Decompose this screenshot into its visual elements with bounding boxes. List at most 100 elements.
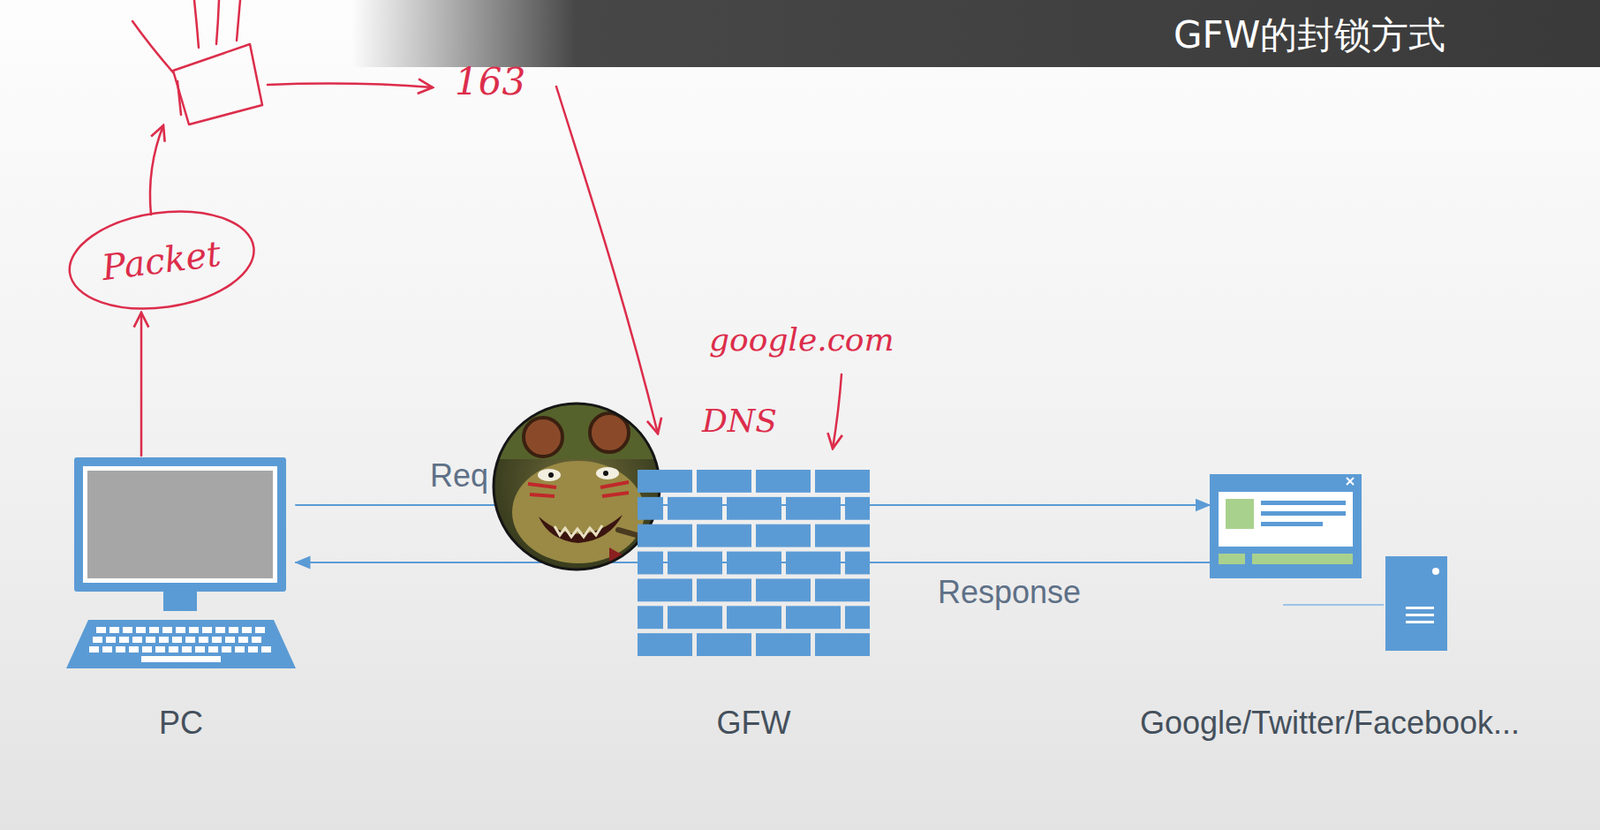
browser-bar xyxy=(1252,553,1353,565)
keyboard-key xyxy=(155,646,166,653)
keyboard-key xyxy=(141,656,221,663)
keyboard-key xyxy=(168,646,179,653)
avatar-mouth xyxy=(538,514,623,544)
browser-image xyxy=(1225,498,1254,529)
hand-finger xyxy=(132,21,174,73)
keyboard-key xyxy=(228,626,239,634)
keyboard-key xyxy=(172,636,182,643)
packet-ellipse: Packet xyxy=(66,209,257,311)
keyboard-key xyxy=(215,626,226,634)
annotation-text: google.com xyxy=(709,321,895,358)
wall-brick xyxy=(726,497,782,521)
wall-brick xyxy=(667,605,723,629)
server-slot xyxy=(1405,606,1434,610)
keyboard-key xyxy=(145,636,156,643)
keyboard-key xyxy=(198,636,209,643)
keyboard-key xyxy=(92,636,103,643)
wall-brick xyxy=(815,524,870,548)
keyboard-key xyxy=(115,646,126,653)
wall-brick xyxy=(696,469,752,493)
wall-brick xyxy=(785,551,841,575)
avatar-scarf xyxy=(609,547,672,583)
node-label: Google/Twitter/Facebook... xyxy=(1139,704,1520,742)
wall-brick xyxy=(755,469,811,493)
hand-arrow xyxy=(140,312,144,456)
keyboard-key xyxy=(225,636,235,643)
firewall-wall-art xyxy=(637,469,870,657)
keyboard-key xyxy=(109,626,120,634)
wall-brick xyxy=(755,578,811,602)
keyboard-key xyxy=(188,626,199,634)
edge-label: Req xyxy=(430,457,489,495)
firewall-wall: GFW xyxy=(637,469,870,657)
server-led xyxy=(1432,567,1440,575)
keyboard-key xyxy=(162,626,173,634)
keyboard-key xyxy=(119,636,129,643)
keyboard-key xyxy=(105,636,116,643)
avatar-skin xyxy=(512,460,645,564)
avatar-goggle xyxy=(523,417,563,457)
browser-button xyxy=(1218,553,1246,565)
keyboard-key xyxy=(202,626,212,634)
avatar-paint xyxy=(528,482,629,497)
monitor-frame xyxy=(74,457,287,592)
wall-brick xyxy=(637,497,664,521)
title-bar xyxy=(0,0,1600,68)
monitor-stand xyxy=(163,591,197,612)
keyboard-key xyxy=(255,626,265,634)
keyboard-key xyxy=(102,646,113,653)
wall-brick xyxy=(845,497,870,521)
wall-brick xyxy=(637,633,693,657)
annotation-text: 163 xyxy=(454,60,526,104)
node-label: GFW xyxy=(716,704,792,742)
close-icon xyxy=(1346,477,1354,485)
keyboard-key xyxy=(208,646,219,653)
wall-brick xyxy=(815,633,870,657)
router-sketch xyxy=(173,44,263,125)
monitor-bezel xyxy=(83,466,278,583)
wall-brick xyxy=(667,497,723,521)
keyboard-key xyxy=(135,626,146,634)
keyboard-key xyxy=(175,626,186,634)
avatar-eye xyxy=(596,467,619,480)
pc-icon: PC xyxy=(66,457,296,670)
node-label: PC xyxy=(158,704,204,742)
keyboard-key xyxy=(234,646,245,653)
node-text: Packet xyxy=(99,232,224,287)
hand-arrow xyxy=(832,374,842,449)
edge-label: Response xyxy=(937,573,1081,612)
keyboard-key xyxy=(221,646,232,653)
avatar-pupil xyxy=(548,472,554,478)
hand-finger xyxy=(216,0,219,45)
wall-brick xyxy=(785,605,841,629)
wall-brick xyxy=(726,605,782,629)
keyboard-key xyxy=(251,636,262,643)
wall-brick xyxy=(755,524,811,548)
wall-brick xyxy=(637,524,693,548)
keyboard-key xyxy=(241,626,252,634)
wall-brick xyxy=(815,578,870,602)
hand-arrow xyxy=(556,86,658,434)
browser-panel xyxy=(1218,491,1353,547)
browser-text-line xyxy=(1260,511,1346,516)
avatar-rim xyxy=(493,403,660,570)
keyboard-key xyxy=(142,646,152,653)
keyboard-key xyxy=(211,636,222,643)
wall-brick xyxy=(726,551,782,575)
avatar-teeth xyxy=(554,525,603,537)
wall-brick xyxy=(637,551,664,575)
wall-brick xyxy=(667,551,723,575)
wall-brick xyxy=(845,551,870,575)
packet-outline xyxy=(63,200,261,320)
keyboard-key xyxy=(158,636,169,643)
keyboard-key xyxy=(96,626,106,634)
wall-brick xyxy=(845,605,870,629)
keyboard-key xyxy=(248,646,258,653)
avatar-pupil xyxy=(603,470,609,476)
keyboard-key xyxy=(122,626,133,634)
keyboard-key xyxy=(261,646,272,653)
wall-brick xyxy=(755,633,811,657)
hand-finger xyxy=(194,0,199,48)
wall-brick xyxy=(696,524,752,548)
